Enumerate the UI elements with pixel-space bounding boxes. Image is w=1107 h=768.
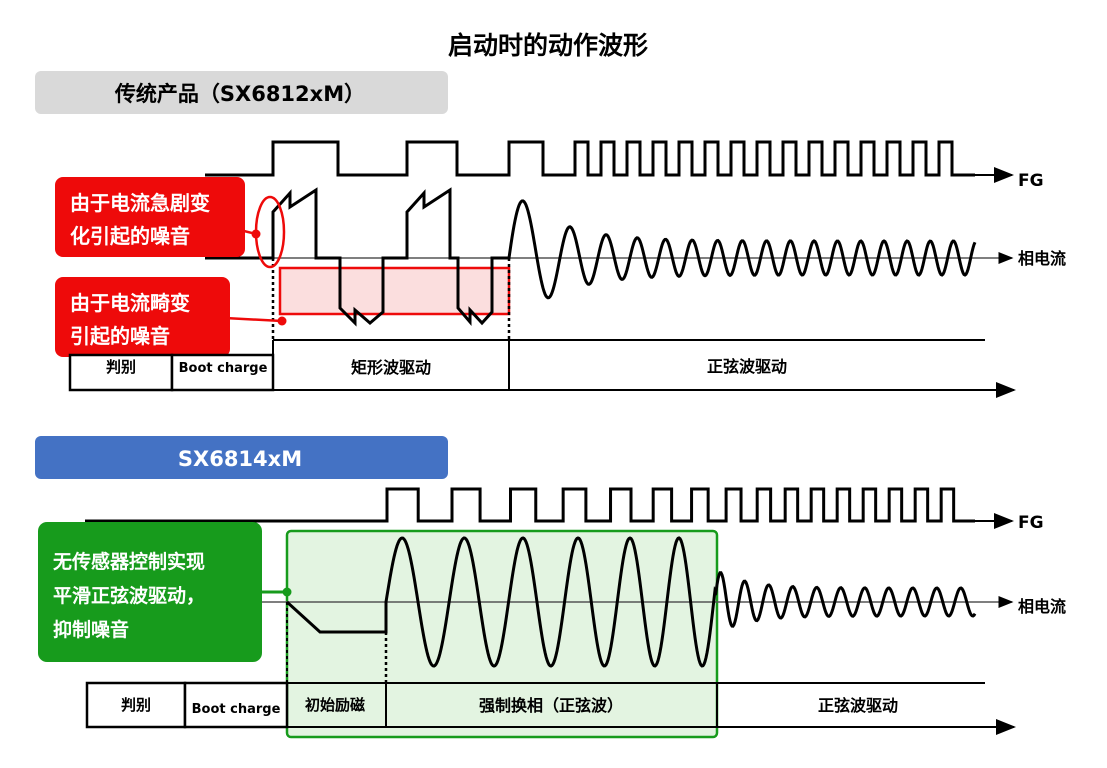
callout-text: 抑制噪音 <box>53 618 129 641</box>
new-product-header-box <box>35 436 448 479</box>
phase-label: 矩形波驱动 <box>351 358 431 377</box>
distortion-highlight <box>278 266 511 316</box>
callout-dot <box>282 587 292 597</box>
phase-label: 判别 <box>121 696 151 714</box>
callout-sudden-change <box>55 177 245 257</box>
phase-current-conventional <box>205 187 977 327</box>
conventional-header: 传统产品（SX6812xM） <box>114 82 365 106</box>
callout-text: 平滑正弦波驱动， <box>53 584 205 607</box>
new-product-header: SX6814xM <box>178 447 302 471</box>
phase-label: 正弦波驱动 <box>818 696 898 715</box>
callout-distortion <box>55 277 230 357</box>
fg-label: FG <box>1018 513 1044 533</box>
phase-label: 判别 <box>106 358 136 376</box>
conventional-header-box <box>35 71 448 114</box>
callout-text: 由于电流急剧变 <box>70 191 210 215</box>
phase-cell-detect <box>68 353 174 392</box>
phase-current-new <box>285 536 977 668</box>
fg-label: FG <box>1018 171 1044 191</box>
phase-label: Boot charge <box>179 361 268 376</box>
conventional-section: 传统产品（SX6812xM） FG 相电流 由于电流急剧变 化引起的噪音 由于电… <box>35 71 1066 398</box>
fg-signal-new <box>85 487 975 523</box>
phase-label: 强制换相（正弦波） <box>479 696 623 715</box>
phase-label: 初始励磁 <box>305 696 365 714</box>
diagram-title: 启动时的动作波形 <box>448 31 648 60</box>
callout-dot <box>277 316 287 326</box>
fg-signal-conventional <box>205 140 975 177</box>
phase-label: Boot charge <box>192 702 281 717</box>
callout-dot <box>251 229 261 239</box>
callout-text: 由于电流畸变 <box>70 291 190 315</box>
callout-text: 无传感器控制实现 <box>53 550 205 573</box>
current-label: 相电流 <box>1018 597 1066 616</box>
callout-text: 引起的噪音 <box>70 324 170 348</box>
phase-label: 正弦波驱动 <box>707 357 787 376</box>
current-label: 相电流 <box>1018 249 1066 268</box>
callout-text: 化引起的噪音 <box>70 224 190 248</box>
new-product-section: SX6814xM FG 相电流 无传感器控制实现 平滑正弦波驱动， 抑制噪音 判… <box>35 436 1066 739</box>
callout-sensorless <box>38 522 262 662</box>
